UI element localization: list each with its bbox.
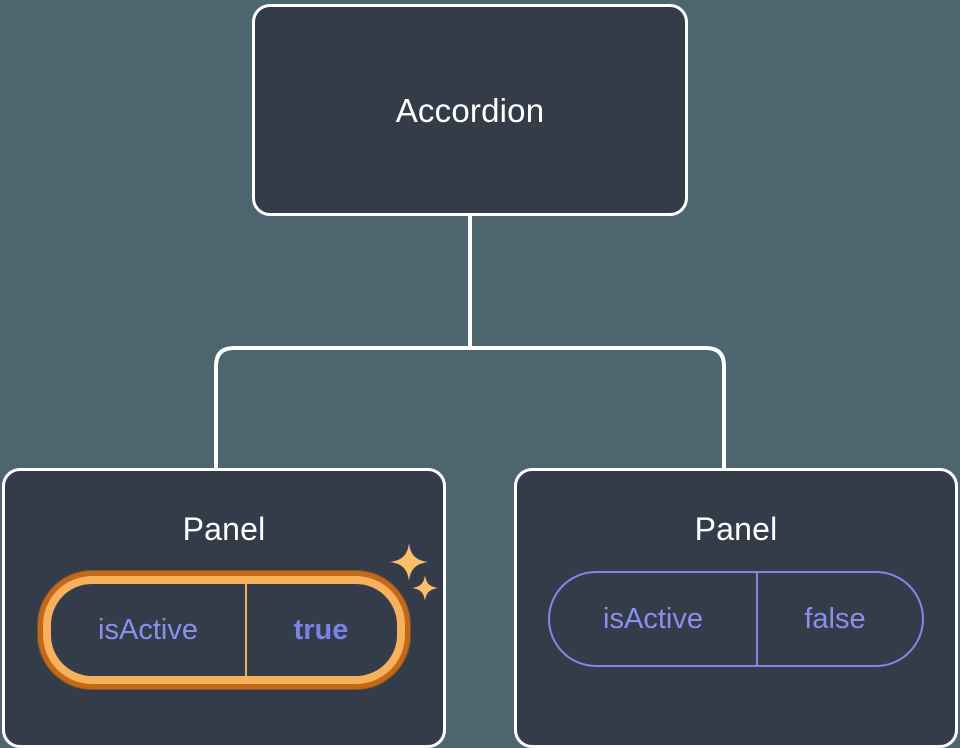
prop-pill-highlight-ring-outer: isActive true [38, 571, 410, 689]
prop-key-is-active: isActive [603, 602, 703, 635]
prop-pill-is-active-false[interactable]: isActive false [548, 571, 924, 667]
prop-pill-is-active-true[interactable]: isActive true [51, 584, 397, 676]
prop-pill-highlight-ring-inner: isActive true [43, 576, 405, 684]
prop-pill-active-wrap: isActive true [5, 571, 443, 689]
node-panel-active[interactable]: Panel isActive true [2, 468, 446, 748]
node-panel-inactive-label: Panel [694, 511, 778, 547]
prop-value-false: false [756, 573, 912, 665]
prop-value-true: true [245, 584, 395, 676]
node-accordion-label: Accordion [395, 91, 545, 129]
prop-key-is-active: isActive [98, 613, 198, 646]
node-panel-active-label: Panel [182, 511, 266, 547]
node-panel-inactive[interactable]: Panel isActive false [514, 468, 958, 748]
node-accordion[interactable]: Accordion [252, 4, 688, 216]
prop-pill-inactive-wrap: isActive false [517, 571, 955, 667]
edge-branch-bar [214, 346, 726, 468]
